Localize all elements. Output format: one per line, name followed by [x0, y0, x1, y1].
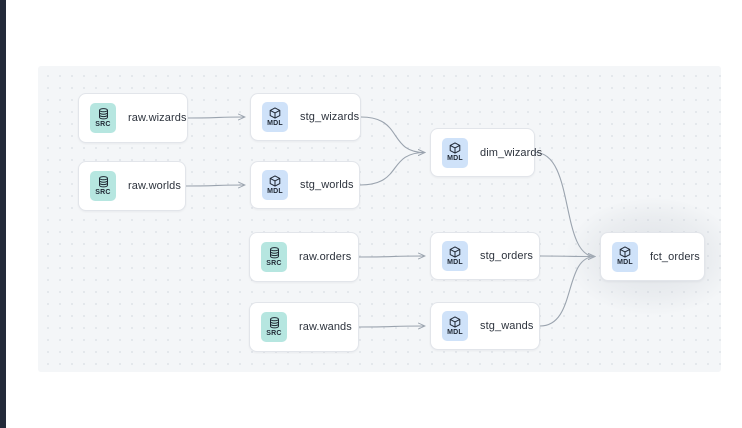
edge-raw-wizards-to-stg-wizards	[187, 117, 245, 118]
node-label: dim_wizards	[480, 146, 543, 159]
node-label: raw.worlds	[128, 180, 181, 192]
node-label: stg_wizards	[300, 111, 360, 123]
edge-stg-orders-to-fct-orders	[539, 256, 595, 257]
lineage-node-stg-wizards[interactable]: MDL stg_wizards	[250, 93, 361, 141]
cube-icon	[269, 174, 281, 187]
lineage-node-dim-wizards[interactable]: MDL dim_wizards	[430, 128, 542, 177]
lineage-node-fct-orders[interactable]: MDL fct_orders	[600, 232, 705, 281]
node-type-label: SRC	[266, 259, 282, 267]
node-label: raw.orders	[299, 251, 352, 263]
database-icon	[98, 175, 109, 188]
lineage-node-raw-wizards[interactable]: SRC raw.wizards	[78, 93, 188, 143]
edge-dim-wizards-to-fct-orders	[534, 151, 595, 257]
node-type-badge-mdl: MDL	[262, 102, 288, 132]
lineage-node-stg-wands[interactable]: MDL stg_wands	[430, 302, 540, 350]
edge-raw-wands-to-stg-wands	[358, 326, 425, 327]
cube-icon	[449, 315, 461, 328]
database-icon	[98, 107, 109, 120]
node-type-label: MDL	[447, 328, 463, 336]
node-type-badge-src: SRC	[261, 312, 287, 342]
cube-icon	[449, 142, 461, 154]
node-type-badge-mdl: MDL	[442, 137, 468, 168]
node-type-label: MDL	[447, 258, 463, 266]
lineage-node-raw-orders[interactable]: SRC raw.orders	[249, 232, 359, 282]
node-label: fct_orders	[650, 250, 700, 263]
node-type-label: MDL	[617, 259, 633, 266]
node-type-badge-src: SRC	[90, 171, 116, 201]
node-type-label: MDL	[267, 187, 283, 195]
left-nav-rail[interactable]	[0, 0, 6, 428]
node-type-label: SRC	[95, 188, 111, 196]
cube-icon	[619, 246, 631, 258]
edge-stg-worlds-to-dim-wizards	[359, 153, 425, 186]
node-type-badge-mdl: MDL	[262, 170, 288, 200]
cube-icon	[269, 106, 281, 119]
node-label: raw.wands	[299, 321, 352, 333]
node-label: stg_wands	[480, 320, 534, 332]
node-type-badge-src: SRC	[90, 103, 116, 133]
node-type-label: MDL	[267, 119, 283, 127]
lineage-node-stg-worlds[interactable]: MDL stg_worlds	[250, 161, 360, 209]
node-type-badge-mdl: MDL	[442, 241, 468, 271]
node-label: raw.wizards	[128, 112, 187, 124]
lineage-node-stg-orders[interactable]: MDL stg_orders	[430, 232, 540, 280]
database-icon	[269, 316, 280, 329]
node-type-badge-src: SRC	[261, 242, 287, 272]
node-label: stg_worlds	[300, 179, 354, 191]
node-type-badge-mdl: MDL	[612, 241, 638, 272]
edge-stg-wizards-to-dim-wizards	[360, 116, 425, 153]
node-label: stg_orders	[480, 250, 533, 262]
node-type-label: MDL	[447, 155, 463, 162]
database-icon	[269, 246, 280, 259]
lineage-node-raw-worlds[interactable]: SRC raw.worlds	[78, 161, 186, 211]
lineage-node-raw-wands[interactable]: SRC raw.wands	[249, 302, 359, 352]
edge-raw-worlds-to-stg-worlds	[185, 185, 245, 186]
node-type-label: SRC	[95, 120, 111, 128]
cube-icon	[449, 245, 461, 258]
edge-stg-wands-to-fct-orders	[539, 257, 595, 327]
node-type-badge-mdl: MDL	[442, 311, 468, 341]
edge-raw-orders-to-stg-orders	[358, 256, 425, 257]
node-type-label: SRC	[266, 329, 282, 337]
